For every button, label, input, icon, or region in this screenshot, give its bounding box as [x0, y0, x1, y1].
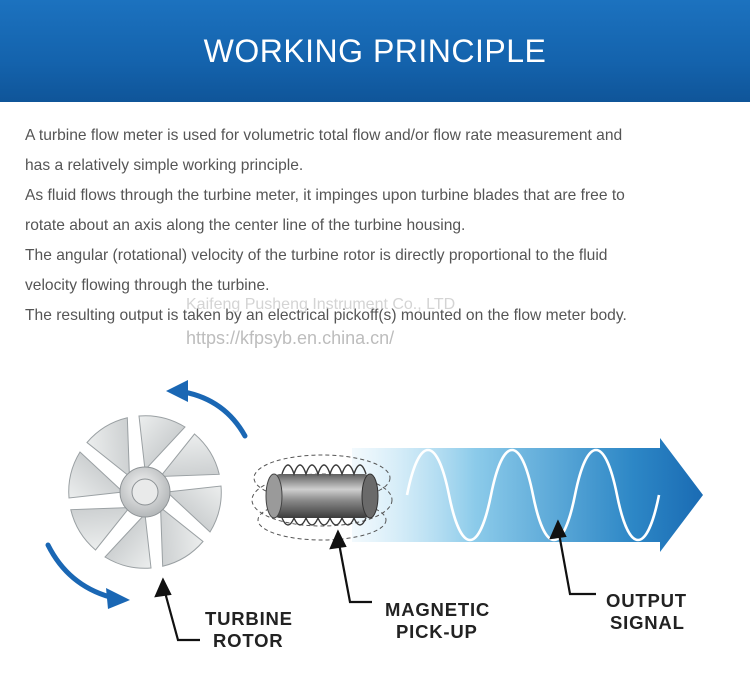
watermark-url: https://kfpsyb.en.china.cn/: [186, 328, 395, 348]
header-banner: WORKING PRINCIPLE: [0, 0, 750, 102]
output-wave: [405, 448, 661, 542]
signal-arrow-icon: [352, 438, 703, 552]
pointer-arrows: [154, 519, 596, 642]
label-signal: SIGNAL: [610, 612, 685, 633]
label-pickup: PICK-UP: [396, 621, 478, 642]
turbine-rotor-icon: [68, 415, 222, 569]
description-line: The angular (rotational) velocity of the…: [25, 247, 608, 264]
description-line: The resulting output is taken by an elec…: [25, 307, 627, 324]
description-text: A turbine flow meter is used for volumet…: [25, 121, 730, 331]
label-turbine: TURBINE: [205, 608, 293, 629]
label-output: OUTPUT: [606, 590, 687, 611]
turbine-diagram: TURBINE ROTOR MAGNETIC PICK-UP OUTPUT SI…: [45, 380, 703, 651]
description-line: A turbine flow meter is used for volumet…: [25, 127, 623, 144]
label-rotor: ROTOR: [213, 630, 283, 651]
description-line: rotate about an axis along the center li…: [25, 217, 466, 234]
description-line: velocity flowing through the turbine.: [25, 277, 270, 294]
label-magnetic: MAGNETIC: [385, 599, 490, 620]
description-line: As fluid flows through the turbine meter…: [25, 187, 625, 204]
description-line: has a relatively simple working principl…: [25, 157, 304, 174]
page-title: WORKING PRINCIPLE: [203, 32, 547, 69]
watermark-company: Kaifeng Pusheng Instrument Co., LTD: [186, 296, 456, 313]
magnetic-coil-icon: [251, 454, 393, 541]
rotation-arrow-icon: [45, 380, 248, 609]
